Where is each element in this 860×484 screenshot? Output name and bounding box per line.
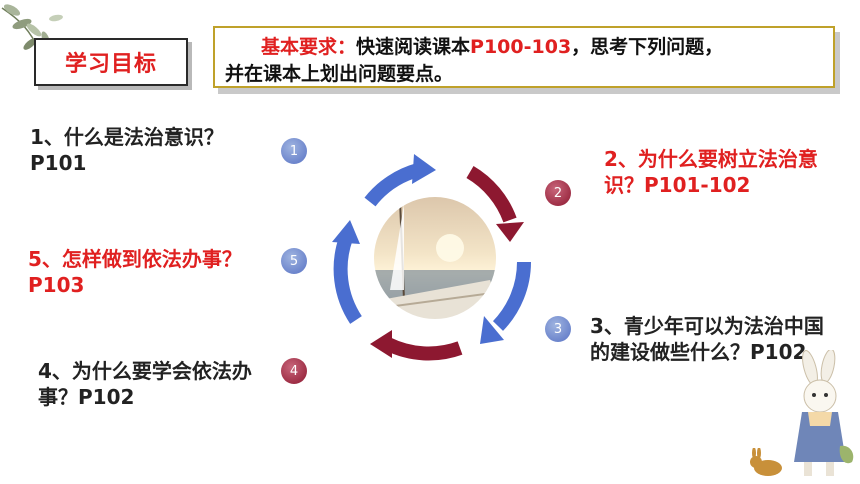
number-badge-2: 2 [545, 180, 571, 206]
arrow-right [480, 261, 531, 344]
arrow-top-left [364, 154, 436, 207]
learning-goal-title-box: 学习目标 [34, 38, 188, 86]
rabbit-illustration-icon [794, 350, 854, 476]
requirement-line-1: 基本要求：快速阅读课本P100-103，思考下列问题， [261, 34, 823, 61]
arrow-top-right [466, 165, 524, 242]
basic-requirement-box: 基本要求：快速阅读课本P100-103，思考下列问题， 并在课本上划出问题要点。 [213, 26, 835, 88]
number-badge-1: 1 [281, 138, 307, 164]
requirement-line-2: 并在课本上划出问题要点。 [225, 63, 454, 85]
question-5: 5、怎样做到依法办事？P103 [28, 247, 242, 297]
arrow-left [332, 220, 362, 324]
learning-goal-title: 学习目标 [64, 52, 157, 77]
sailboat-photo [373, 196, 497, 320]
requirement-pages: P100-103 [470, 36, 572, 58]
question-3: 3、青少年可以为法治中国的建设做些什么？P102 [590, 314, 824, 364]
requirement-prefix: 基本要求： [261, 36, 357, 58]
question-4: 4、为什么要学会依法办事？P102 [38, 359, 252, 409]
number-badge-4: 4 [281, 358, 307, 384]
question-1: 1、什么是法治意识？P101 [30, 125, 224, 175]
requirement-text-2: ，思考下列问题， [571, 36, 724, 58]
question-2: 2、为什么要树立法治意识？P101-102 [604, 147, 818, 197]
small-rabbit-icon [750, 448, 782, 476]
number-badge-3: 3 [545, 316, 571, 342]
arrow-bottom [370, 330, 463, 361]
requirement-text-1: 快速阅读课本 [356, 36, 471, 58]
number-badge-5: 5 [281, 248, 307, 274]
cycle-diagram [332, 154, 531, 361]
